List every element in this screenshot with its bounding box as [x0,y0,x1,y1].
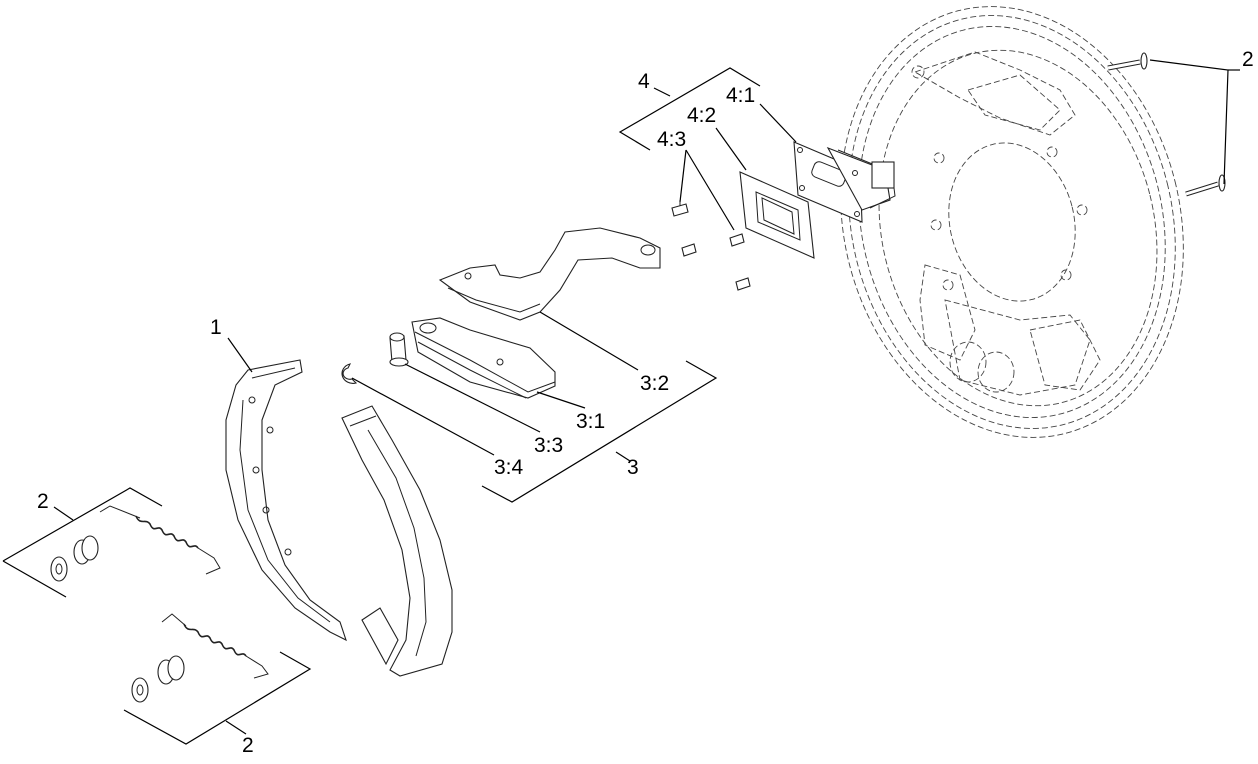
leader-lines [2,59,1240,745]
screw-d [735,277,751,291]
part-1-brake-shoe-left [225,359,347,642]
callout-2-top-left: 2 [37,490,49,513]
retainer-upper [50,535,99,582]
callout-4-2: 4:2 [687,104,716,127]
part-3-2-lever-arm [438,227,661,321]
callout-3-4: 3:4 [494,456,524,479]
retainer-lower [131,655,185,703]
callout-3: 3 [627,456,639,479]
part-4-1-cover-plate [793,141,896,223]
spring-upper [99,505,221,575]
part-3-4-clip [341,363,358,384]
callout-3-1: 3:1 [576,410,605,433]
callout-1: 1 [210,316,222,339]
callout-3-2: 3:2 [640,372,669,395]
callout-labels: 1 2 2 2 3 3:1 3:2 3:3 3:4 4 4:1 4:2 4:3 [37,48,1254,757]
spring-lower [161,613,269,679]
callout-4: 4 [638,70,650,93]
part-1-brake-shoe-right [341,405,453,677]
screw-c [729,233,745,247]
screw-b [681,243,697,257]
callout-2-top-right: 2 [1242,48,1254,71]
mounting-bolt-upper [1107,52,1148,71]
backing-plate [840,6,1184,438]
mounting-bolt-lower [1185,174,1226,197]
part-4-2-gasket [739,171,815,259]
part-4-3-screws [671,200,751,291]
callout-4-3: 4:3 [657,128,686,151]
callout-2-bottom: 2 [242,734,254,757]
callout-4-1: 4:1 [726,84,755,107]
part-3-1-plate [411,317,556,399]
callout-3-3: 3:3 [534,434,563,457]
part-3-3-pin [389,332,409,367]
screw-a [671,200,689,217]
